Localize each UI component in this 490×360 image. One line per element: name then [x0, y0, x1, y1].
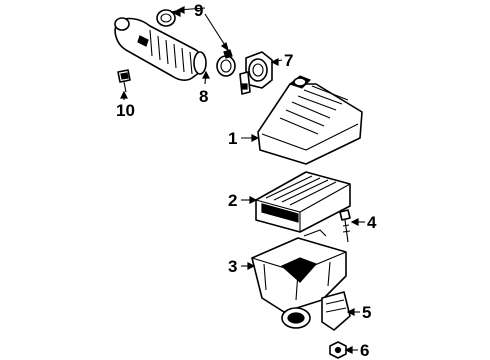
mass-airflow-sensor-part — [239, 51, 273, 95]
housing-bolt-part — [339, 209, 351, 243]
callout-8: 8 — [199, 87, 208, 106]
leader-lines — [120, 6, 365, 354]
adapter-nut-part — [329, 341, 347, 359]
callout-2: 2 — [228, 191, 237, 210]
air-filter-element-part — [255, 171, 351, 233]
air-cleaner-lower-housing-part — [251, 229, 347, 329]
callout-7: 7 — [284, 51, 293, 70]
callout-3: 3 — [228, 257, 237, 276]
callout-9: 9 — [194, 1, 203, 20]
callout-6: 6 — [360, 341, 369, 360]
callout-5: 5 — [362, 303, 371, 322]
sensor-bolt-part — [117, 69, 131, 93]
intake-hose-part — [114, 17, 207, 81]
callout-4: 4 — [367, 213, 377, 232]
inlet-duct-adapter-part — [321, 291, 351, 331]
callout-10: 10 — [116, 101, 135, 120]
air-cleaner-cover-part — [257, 75, 363, 165]
callout-1: 1 — [228, 129, 237, 148]
